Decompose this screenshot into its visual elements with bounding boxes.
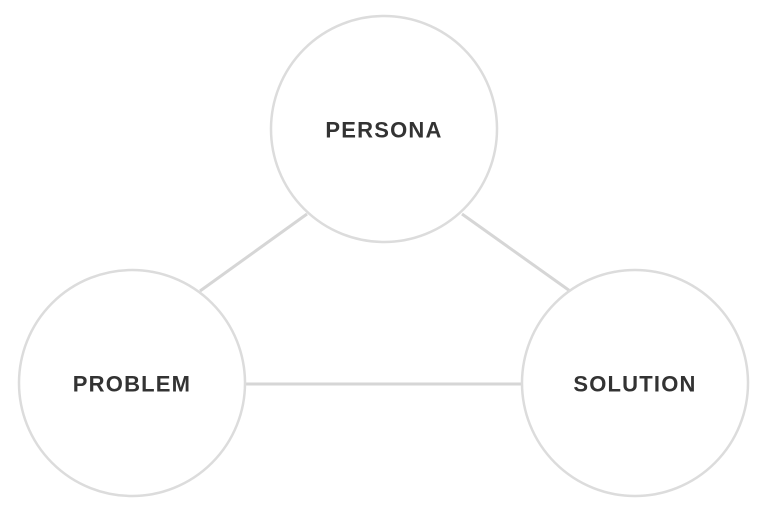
connectors [199, 212, 571, 386]
edge-persona-solution [461, 212, 571, 293]
node-problem-circle [17, 268, 247, 498]
node-solution-circle [520, 268, 750, 498]
node-solution: SOLUTION [520, 268, 750, 498]
node-solution-label: SOLUTION [573, 372, 696, 397]
node-persona: PERSONA [269, 14, 499, 244]
node-problem-label: PROBLEM [73, 372, 191, 397]
node-persona-circle [269, 14, 499, 244]
node-persona-label: PERSONA [325, 118, 442, 143]
node-problem: PROBLEM [17, 268, 247, 498]
edge-persona-problem [199, 212, 308, 293]
